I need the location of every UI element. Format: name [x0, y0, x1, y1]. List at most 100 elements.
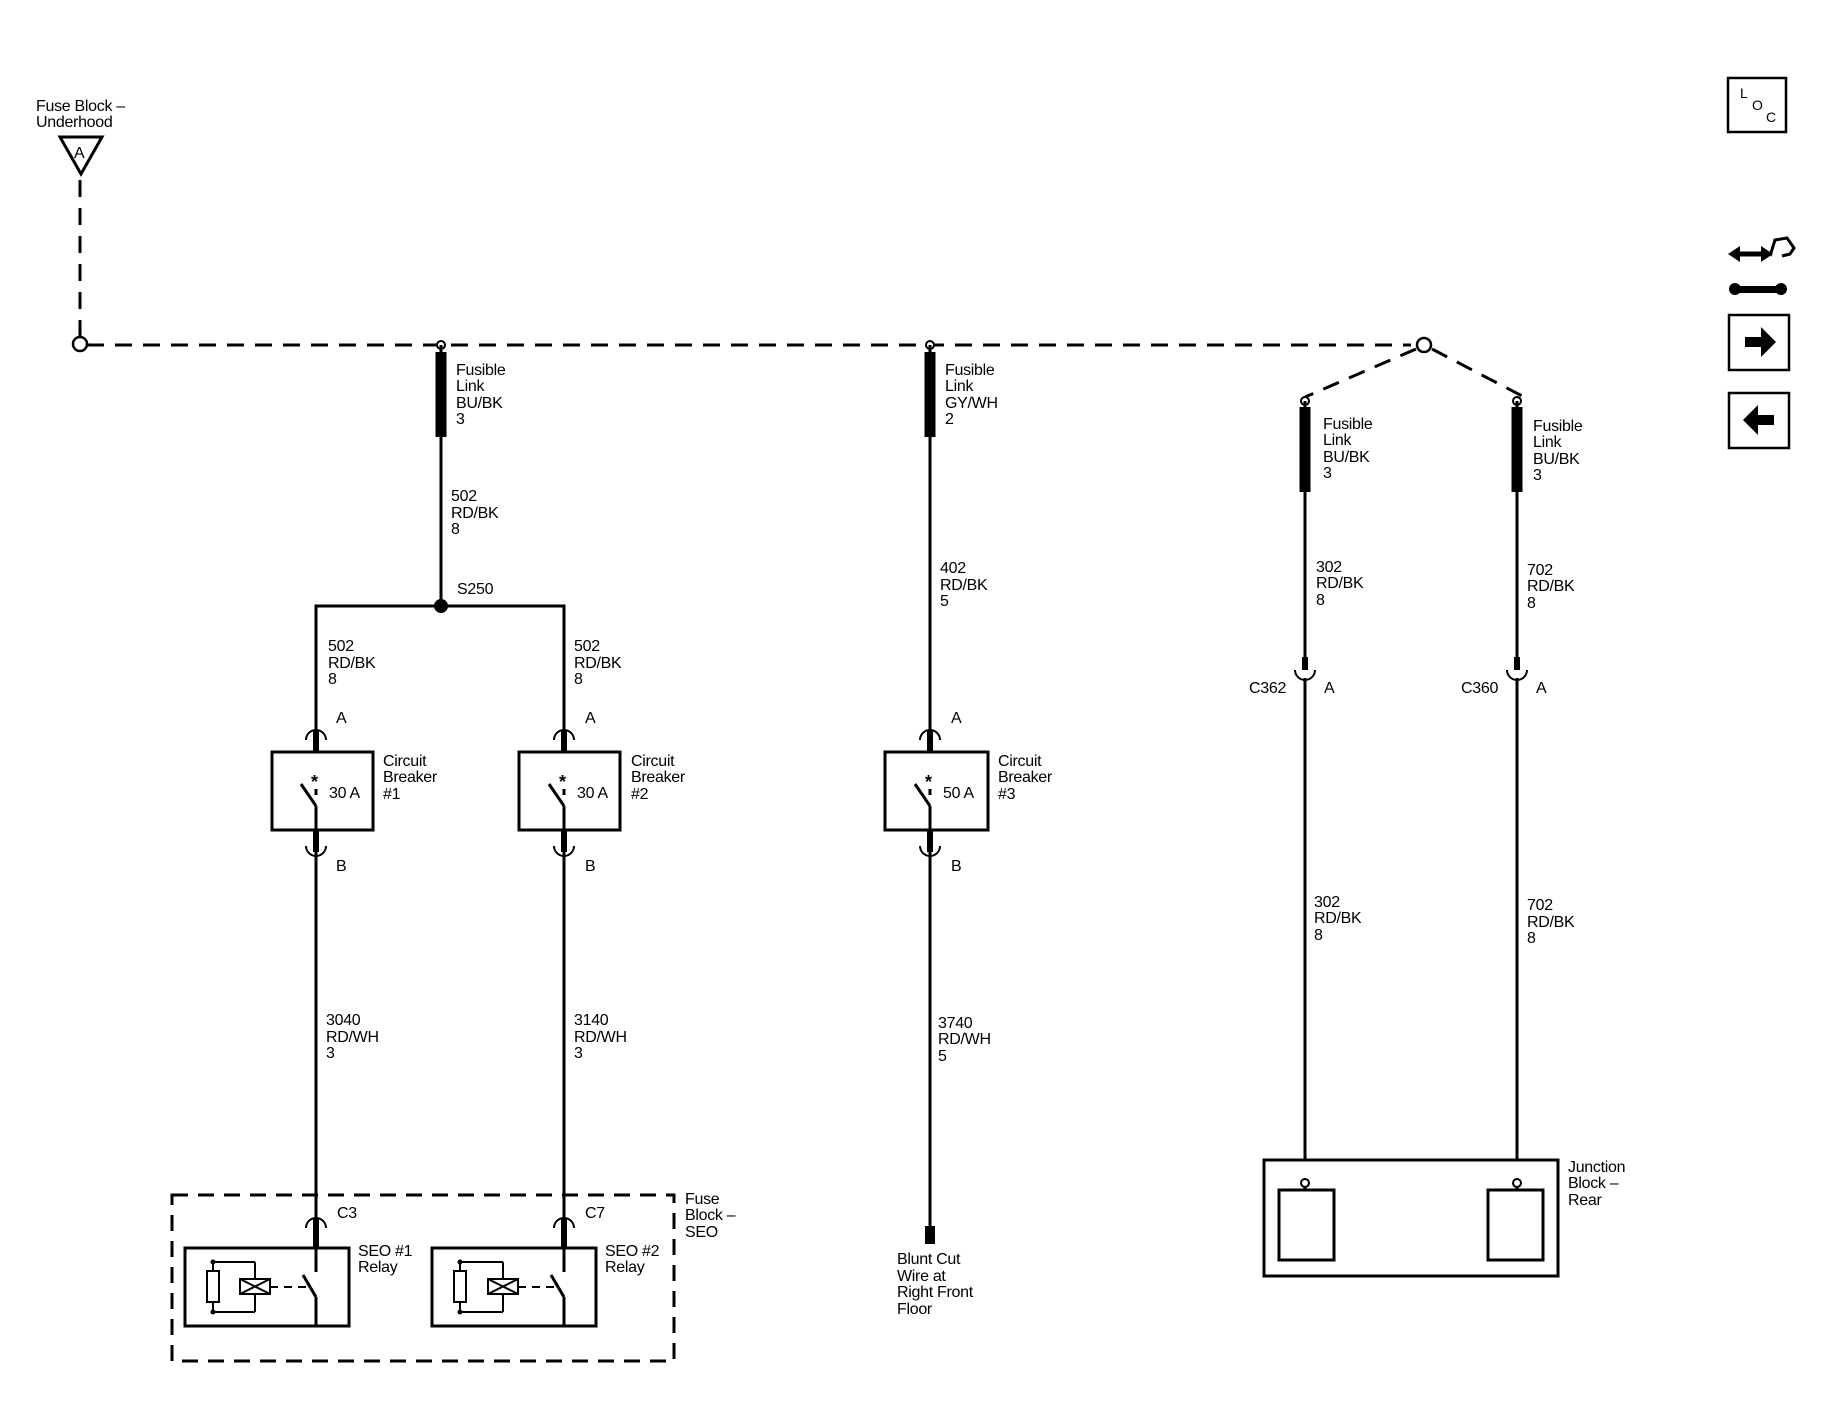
- fusible-link-4-line4: 3: [1533, 467, 1542, 484]
- loc-letter-o: O: [1752, 97, 1763, 113]
- arrow-left-icon: [1743, 405, 1774, 435]
- wire-502-feed-circuit: 502: [451, 488, 477, 505]
- wire-3140-color: RD/WH: [574, 1029, 627, 1046]
- fusible-link-1-line3: BU/BK: [456, 395, 503, 412]
- wire-702-lower-gauge: 8: [1527, 930, 1536, 947]
- wire-502-right-color: RD/BK: [574, 655, 622, 672]
- fuse-block-seo-line1: Fuse: [685, 1191, 720, 1208]
- wire-502-left-gauge: 8: [328, 671, 337, 688]
- wire-302-lower-color: RD/BK: [1314, 910, 1362, 927]
- source-terminal: [71, 335, 89, 353]
- wire-3040-color: RD/WH: [326, 1029, 379, 1046]
- connector-c360-name: C360: [1461, 680, 1498, 697]
- junction-block-line2: Block –: [1568, 1175, 1619, 1192]
- wire-502-left-color: RD/BK: [328, 655, 376, 672]
- wire-702-upper-gauge: 8: [1527, 595, 1536, 612]
- seo-relay-1-line2: Relay: [358, 1259, 398, 1276]
- fuse-block-seo-line3: SEO: [685, 1224, 718, 1241]
- branch-dashed-left: [1304, 347, 1417, 399]
- blunt-cut-line1: Blunt Cut: [897, 1251, 961, 1268]
- wire-502-branch: [314, 604, 566, 730]
- connector-c360-pin: A: [1536, 680, 1547, 697]
- breaker-1-pin-out: B: [336, 858, 346, 875]
- svg-text:*: *: [925, 772, 932, 792]
- fusible-link-1-line2: Link: [456, 378, 485, 395]
- fusible-link-2-line2: Link: [945, 378, 974, 395]
- breaker-1-line2: Breaker: [383, 769, 438, 786]
- breaker-2-line3: #2: [631, 786, 649, 803]
- wire-3740-color: RD/WH: [938, 1031, 991, 1048]
- fusible-link-2-line3: GY/WH: [945, 395, 998, 412]
- breaker-1-pin-in: A: [336, 710, 347, 727]
- wire-702-upper-color: RD/BK: [1527, 578, 1575, 595]
- splice-s250-label: S250: [457, 581, 494, 598]
- wire-3040-circuit: 3040: [326, 1012, 361, 1029]
- source-symbol: A: [74, 145, 85, 162]
- fusible-link-1-line1: Fusible: [456, 362, 506, 379]
- wire-502-right-circuit: 502: [574, 638, 600, 655]
- location-button[interactable]: L O C: [1726, 76, 1788, 134]
- loc-letter-l: L: [1740, 85, 1748, 101]
- wire-302-upper-color: RD/BK: [1316, 575, 1364, 592]
- connector-c362-pin: A: [1324, 680, 1335, 697]
- breaker-2-pin-out: B: [585, 858, 595, 875]
- source-triangle-icon: [57, 135, 105, 178]
- svg-text:*: *: [311, 772, 318, 792]
- wire-3140-gauge: 3: [574, 1045, 583, 1062]
- wire-3040-gauge: 3: [326, 1045, 335, 1062]
- fusible-link-3-line4: 3: [1323, 465, 1332, 482]
- wire-402-circuit: 402: [940, 560, 966, 577]
- junction-block-line1: Junction: [1568, 1159, 1625, 1176]
- source-label-line1: Fuse Block –: [36, 98, 125, 115]
- wire-302-lower-gauge: 8: [1314, 927, 1323, 944]
- connector-view-icon[interactable]: [1728, 236, 1796, 295]
- wire-402-gauge: 5: [940, 593, 949, 610]
- wire-3740-circuit: 3740: [938, 1015, 973, 1032]
- loc-letter-c: C: [1766, 109, 1776, 125]
- breaker-2-line2: Breaker: [631, 769, 686, 786]
- fuse-block-seo-line2: Block –: [685, 1207, 736, 1224]
- blunt-cut-line3: Right Front: [897, 1284, 974, 1301]
- connector-c362: [1294, 657, 1316, 1180]
- circuit-breaker-2: *: [517, 729, 622, 857]
- circuit-breaker-1: *: [270, 729, 375, 857]
- fuse-block-seo: [170, 1193, 676, 1363]
- wire-502-right-gauge: 8: [574, 671, 583, 688]
- fusible-link-4-line3: BU/BK: [1533, 451, 1580, 468]
- breaker-3-line3: #3: [998, 786, 1016, 803]
- fusible-link-4-line2: Link: [1533, 434, 1562, 451]
- source-label-line2: Underhood: [36, 114, 112, 131]
- junction-block-line3: Rear: [1568, 1192, 1602, 1209]
- fusible-link-3-line1: Fusible: [1323, 416, 1373, 433]
- fusible-link-1-line4: 3: [456, 411, 465, 428]
- seo-relay-1-line1: SEO #1: [358, 1243, 413, 1260]
- fusible-link-3-line2: Link: [1323, 432, 1352, 449]
- breaker-2-pin-in: A: [585, 710, 596, 727]
- wire-702-lower-circuit: 702: [1527, 897, 1553, 914]
- wire-302-lower-circuit: 302: [1314, 894, 1340, 911]
- seo-relay-2-line1: SEO #2: [605, 1243, 660, 1260]
- breaker-3-rating: 50 A: [943, 785, 974, 802]
- previous-page-button[interactable]: [1727, 391, 1791, 450]
- next-page-button[interactable]: [1727, 313, 1791, 372]
- wire-302-upper-gauge: 8: [1316, 592, 1325, 609]
- wire-502-feed-gauge: 8: [451, 521, 460, 538]
- fusible-link-3-line3: BU/BK: [1323, 449, 1370, 466]
- blunt-cut-end: [925, 1226, 935, 1244]
- arrow-right-icon: [1745, 327, 1776, 357]
- connector-c360: [1506, 657, 1528, 1180]
- fusible-link-2-line4: 2: [945, 411, 954, 428]
- connector-c7-label: C7: [585, 1205, 605, 1222]
- connector-c3-label: C3: [337, 1205, 357, 1222]
- svg-text:*: *: [559, 772, 566, 792]
- blunt-cut-line2: Wire at: [897, 1268, 946, 1285]
- seo-relay-2: [430, 1246, 598, 1328]
- junction-block-rear: [1262, 1158, 1560, 1278]
- breaker-2-line1: Circuit: [631, 753, 675, 770]
- wire-3740-gauge: 5: [938, 1048, 947, 1065]
- wire-402-color: RD/BK: [940, 577, 988, 594]
- breaker-2-rating: 30 A: [577, 785, 608, 802]
- breaker-3-pin-in: A: [951, 710, 962, 727]
- wire-702-upper-circuit: 702: [1527, 562, 1553, 579]
- wire-302-upper-circuit: 302: [1316, 559, 1342, 576]
